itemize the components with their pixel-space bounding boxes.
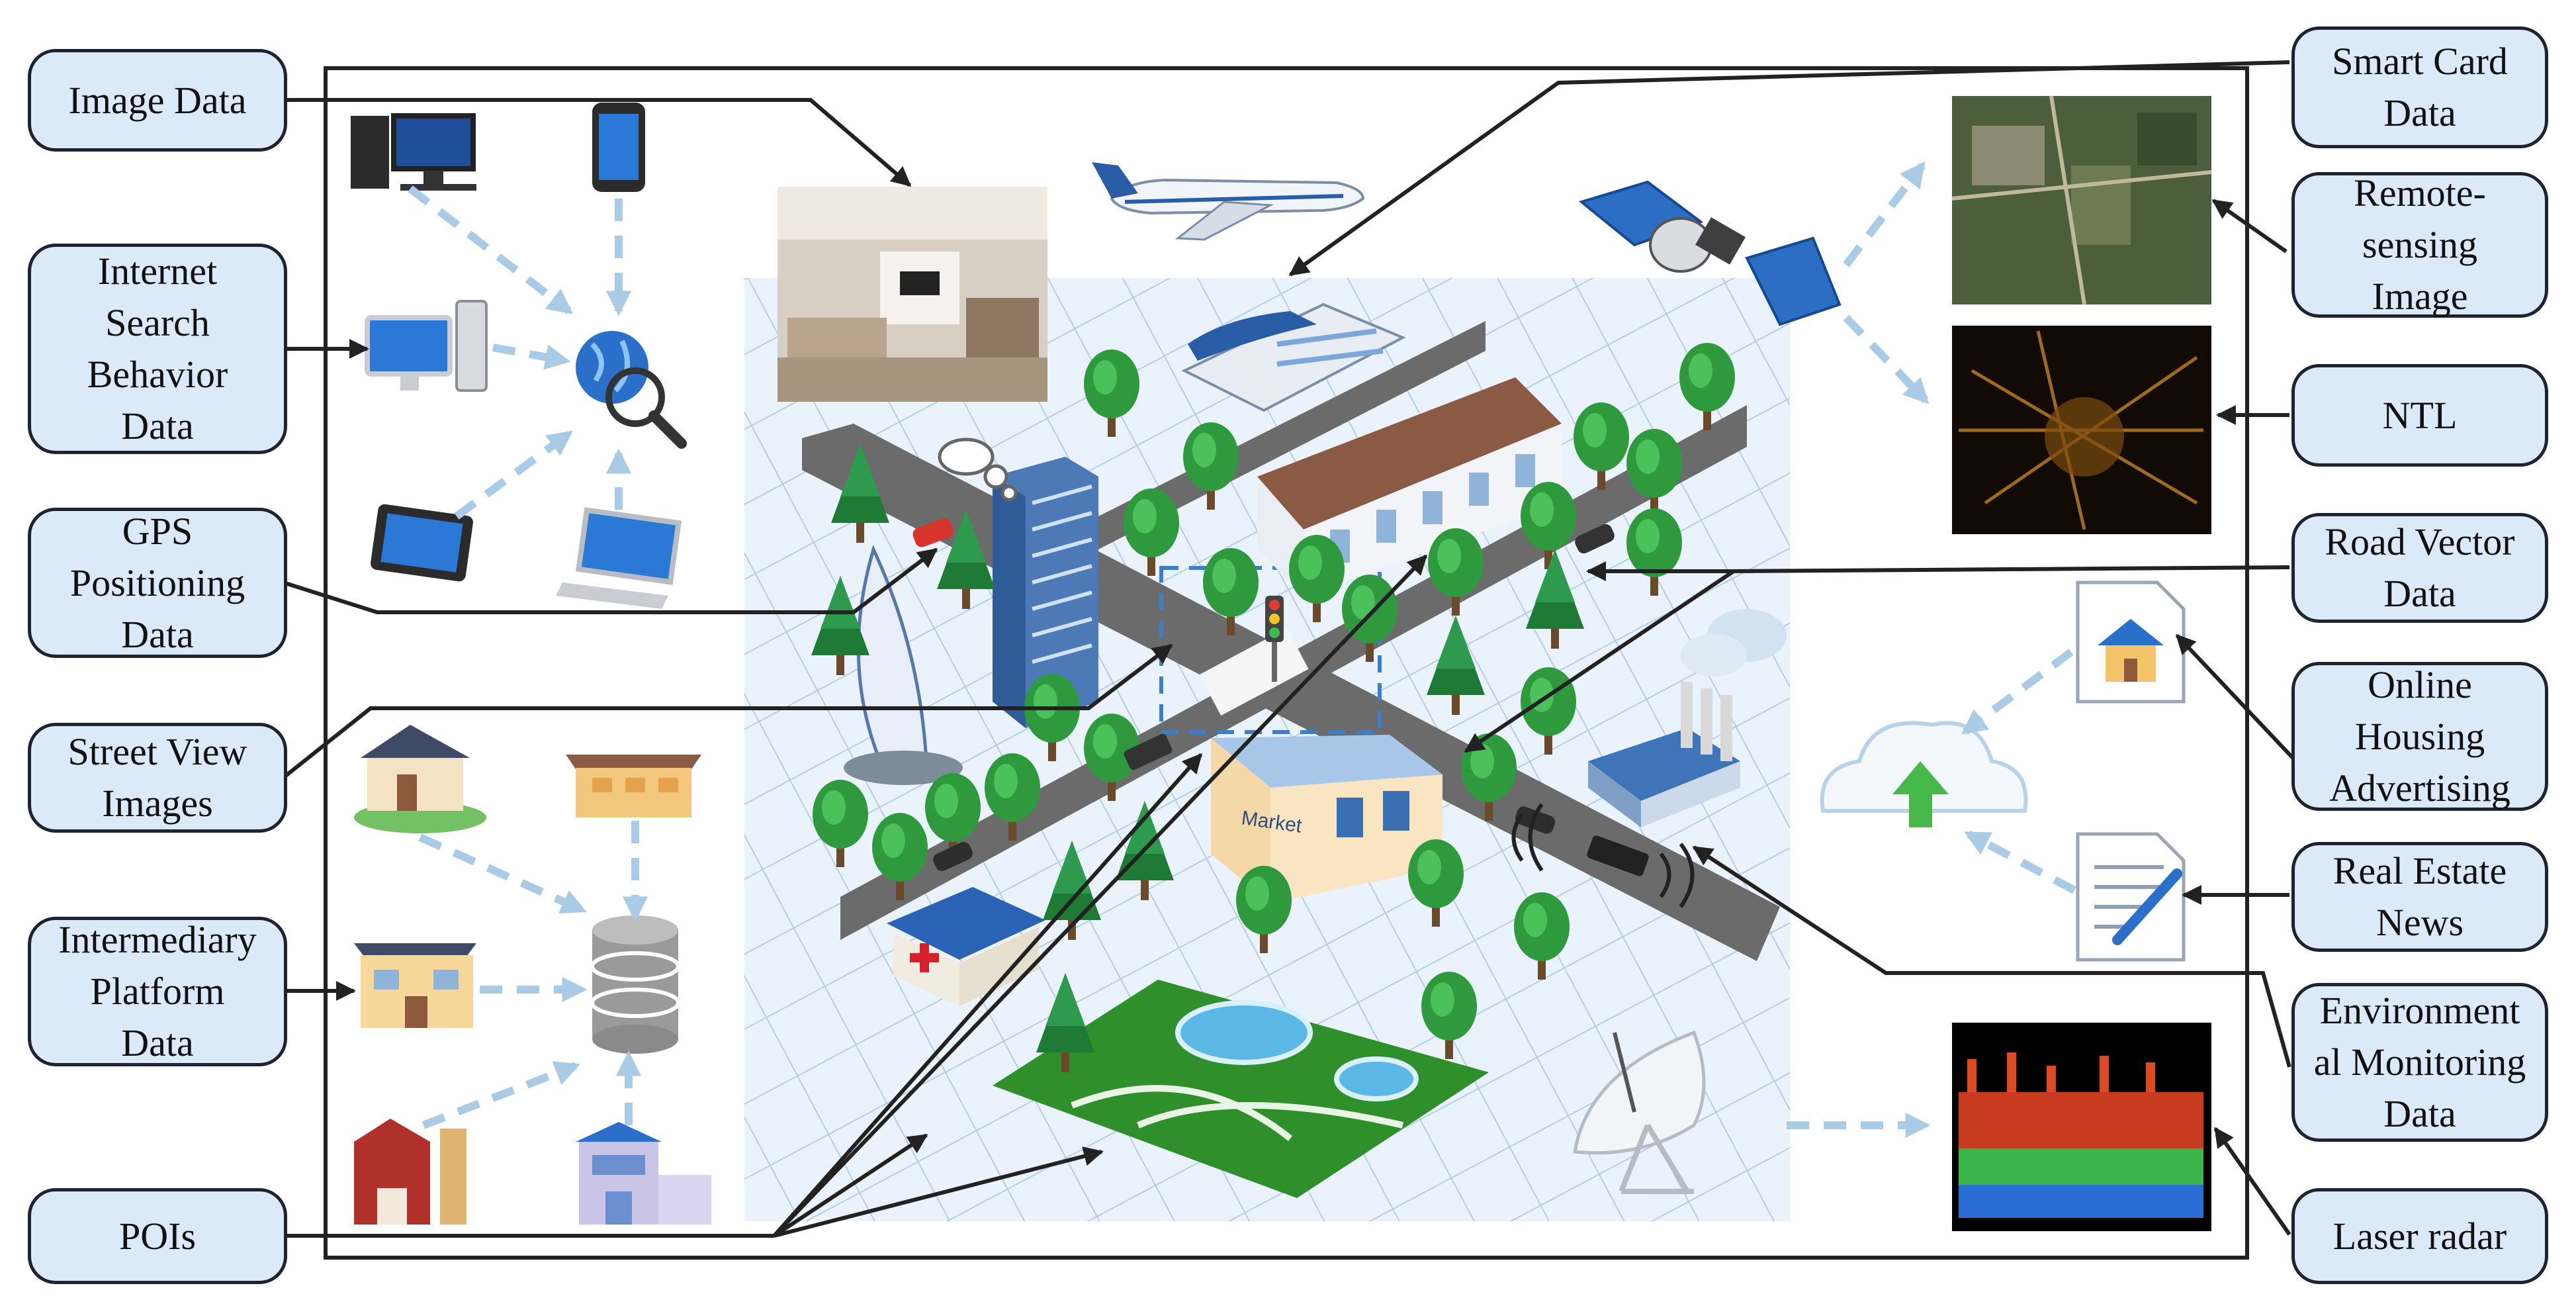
label-gps: GPS Positioning Data: [28, 508, 287, 658]
label-road-vector-text: Road Vector Data: [2325, 520, 2515, 615]
label-road-vector: Road Vector Data: [2291, 513, 2548, 623]
label-smart-card-text: Smart Card Data: [2332, 40, 2508, 134]
house-document-icon: [2076, 580, 2186, 704]
remote-sensing-image: [1951, 95, 2212, 305]
label-street-view-text: Street View Images: [67, 730, 247, 825]
label-remote-sensing-text: Remote- sensing Image: [2354, 171, 2486, 318]
vehicles: [912, 518, 1649, 876]
cloud-upload-icon: [1820, 721, 2028, 827]
label-ntl-text: NTL: [2382, 393, 2458, 437]
main-frame: [324, 66, 2249, 1260]
label-pois: POIs: [28, 1188, 287, 1284]
hospital-icon: [887, 887, 1045, 1006]
market-building-icon: Market: [1211, 735, 1443, 904]
laser-radar-image: [1952, 1023, 2211, 1231]
road-upper: [1098, 321, 1486, 549]
connector-arrows: [282, 60, 2295, 1238]
apartment-icon: [566, 755, 701, 817]
label-environmental-text: Environment al Monitoring Data: [2313, 989, 2526, 1135]
label-image-data-text: Image Data: [68, 78, 247, 122]
airplane-icon: [1092, 162, 1365, 241]
label-laser-radar: Laser radar: [2291, 1188, 2548, 1284]
database-icon: [590, 915, 680, 1054]
imac-icon: [365, 300, 488, 392]
label-real-estate: Real Estate News: [2291, 842, 2548, 952]
park-icon: [993, 980, 1489, 1198]
barn-icon: [354, 1119, 466, 1225]
label-laser-radar-text: Laser radar: [2332, 1214, 2507, 1258]
villa-icon: [354, 725, 486, 833]
label-internet-search: Internet Search Behavior Data: [28, 244, 287, 454]
label-image-data: Image Data: [28, 49, 287, 152]
thought-bubble-icon: [938, 438, 1018, 502]
smartphone-icon: [592, 103, 645, 192]
ntl-image: [1952, 326, 2211, 534]
dashed-arrows: [408, 161, 2076, 1138]
sound-wave-right: [1659, 843, 1695, 908]
label-smart-card: Smart Card Data: [2291, 26, 2548, 148]
laptop-icon: [556, 507, 682, 609]
label-real-estate-text: Real Estate News: [2332, 849, 2507, 944]
label-pois-text: POIs: [118, 1214, 197, 1258]
label-intermediary: Intermediary Platform Data: [28, 917, 287, 1066]
label-ntl: NTL: [2291, 364, 2548, 467]
label-online-housing: Online Housing Advertising: [2291, 662, 2548, 811]
label-remote-sensing: Remote- sensing Image: [2291, 171, 2548, 318]
train-icon: [1181, 302, 1406, 412]
label-internet-search-text: Internet Search Behavior Data: [87, 250, 228, 447]
office-icon: [576, 1122, 711, 1225]
label-environmental: Environment al Monitoring Data: [2291, 983, 2548, 1142]
factory-icon: [1588, 609, 1787, 827]
satellite-icon: [1578, 180, 1842, 326]
room-photo: [777, 187, 1047, 402]
desktop-computer-icon: [351, 113, 476, 191]
tower-building-icon: [993, 457, 1098, 728]
label-gps-text: GPS Positioning Data: [69, 509, 245, 656]
traffic-light-icon: [1265, 596, 1284, 682]
news-document-icon: [2076, 832, 2186, 962]
label-online-housing-text: Online Housing Advertising: [2329, 663, 2510, 810]
house-icon: [354, 943, 476, 1028]
radar-dish-icon: [1573, 1030, 1706, 1194]
globe-search-icon: [576, 331, 687, 449]
label-intermediary-text: Intermediary Platform Data: [58, 918, 257, 1064]
label-street-view: Street View Images: [28, 723, 287, 833]
tablet-icon: [371, 504, 473, 582]
sound-wave-left: [1511, 803, 1544, 872]
